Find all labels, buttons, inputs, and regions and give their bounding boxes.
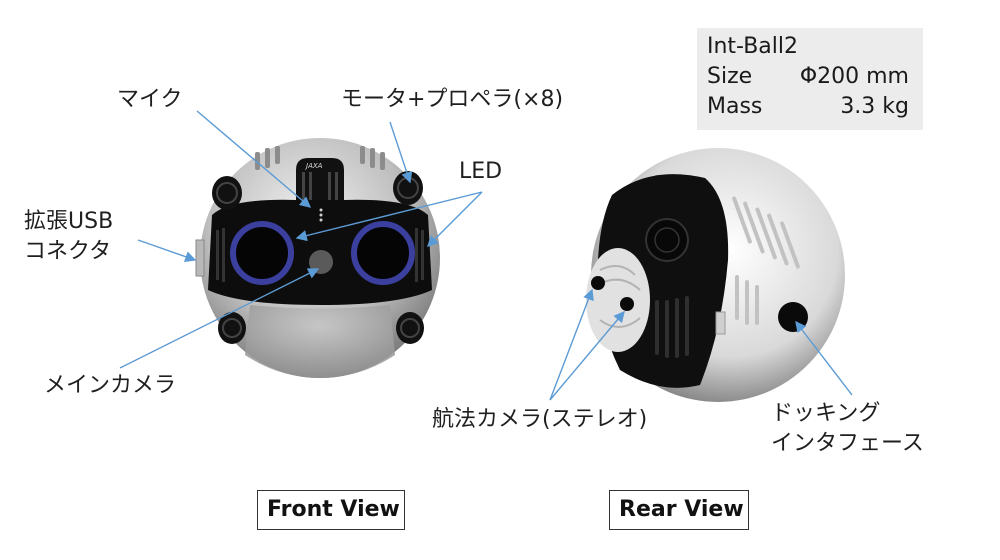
spec-box: Int-Ball2 Size Φ200 mm Mass 3.3 kg (697, 28, 923, 130)
spec-value: Φ200 mm (799, 64, 909, 89)
callout-main-camera: メインカメラ (44, 373, 177, 398)
spec-key: Size (707, 64, 753, 89)
rear-view-label: Rear View (609, 490, 749, 530)
spec-value: 3.3 kg (840, 94, 909, 119)
spec-row-mass: Mass 3.3 kg (707, 92, 923, 122)
callout-usb-line2: コネクタ (24, 239, 112, 264)
leader-lines (119, 110, 853, 401)
front-view-label: Front View (257, 490, 405, 530)
svg-text:JAXA: JAXA (304, 162, 323, 170)
callout-mic: マイク (117, 87, 183, 112)
front-view-robot: JAXA (195, 138, 440, 378)
callout-docking-line1: ドッキング (771, 401, 881, 426)
spec-row-size: Size Φ200 mm (707, 62, 923, 92)
callout-led: LED (459, 159, 503, 184)
callout-docking-line2: インタフェース (771, 431, 924, 456)
spec-key: Mass (707, 94, 763, 119)
callout-nav-camera: 航法カメラ(ステレオ) (432, 407, 648, 432)
rear-view-robot (586, 148, 845, 402)
spec-title: Int-Ball2 (707, 34, 799, 59)
callout-usb-line1: 拡張USB (24, 209, 114, 234)
callout-motor-propeller: モータ+プロペラ(×8) (341, 87, 564, 112)
